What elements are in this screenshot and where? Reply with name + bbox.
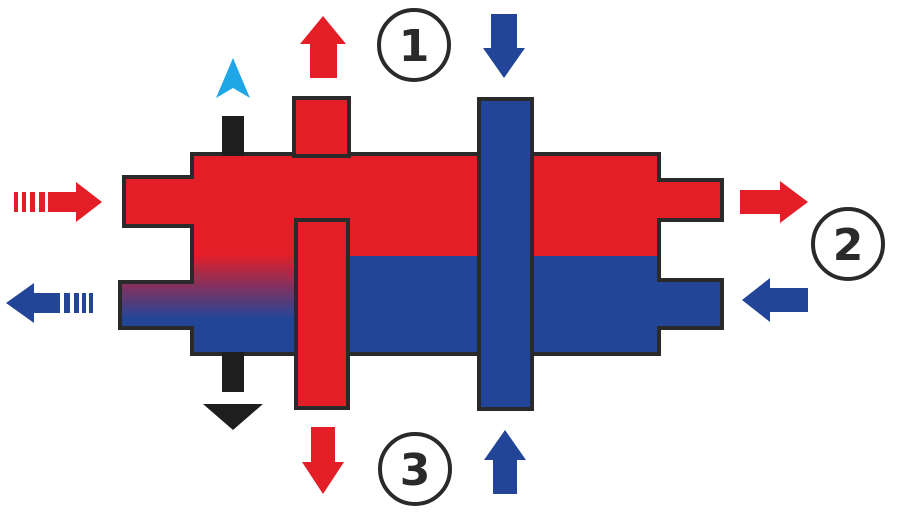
callout-3-label: 3 xyxy=(400,445,431,496)
air-vent-stub xyxy=(222,116,244,156)
hot-flow-up-arrow-1 xyxy=(300,16,346,78)
cold-outlet-arrow-left xyxy=(6,283,93,323)
separator-body xyxy=(118,152,724,356)
red-pipe-top xyxy=(292,96,351,220)
red-pipe-bottom xyxy=(294,218,350,410)
drain-arrow-icon xyxy=(203,404,263,430)
cold-flow-up-arrow-3 xyxy=(484,430,526,494)
hot-inlet-arrow-left xyxy=(14,182,102,222)
separator-body-outline xyxy=(118,152,724,356)
hot-flow-down-arrow-3 xyxy=(302,427,344,494)
hot-flow-right-arrow-2 xyxy=(740,181,808,223)
callout-2: 2 xyxy=(811,207,885,281)
air-vent-arrow-icon xyxy=(216,58,250,98)
callout-3: 3 xyxy=(378,432,452,506)
callout-1-label: 1 xyxy=(399,21,430,72)
cold-flow-down-arrow-1 xyxy=(483,14,525,78)
mixing-zone xyxy=(120,154,300,354)
drain-stub xyxy=(222,352,244,392)
cold-flow-left-arrow-2 xyxy=(742,278,808,322)
callout-2-label: 2 xyxy=(833,220,864,271)
blue-pipe xyxy=(477,97,534,411)
callout-1: 1 xyxy=(377,8,451,82)
